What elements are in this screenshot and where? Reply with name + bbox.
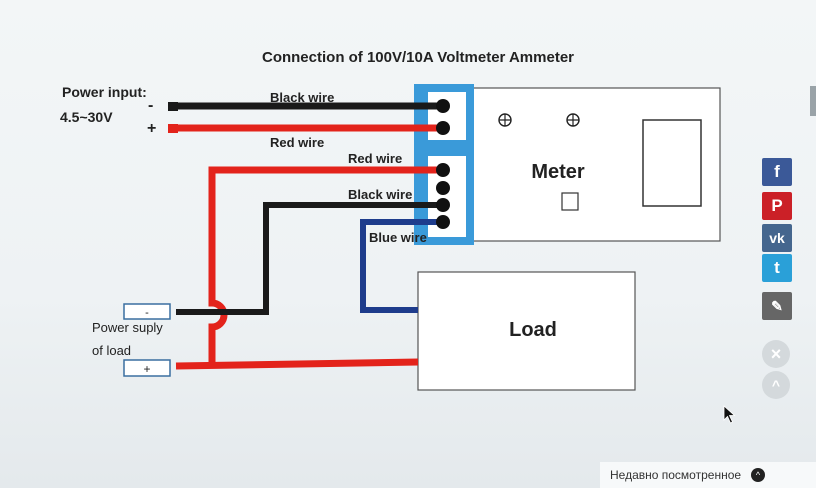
terminal-block [418, 88, 428, 241]
pinterest-icon: P [771, 196, 783, 215]
scroll-up-button[interactable]: ^ [762, 371, 790, 399]
red-wire-label-mid: Red wire [348, 151, 402, 166]
close-button[interactable]: × [762, 340, 790, 368]
power-input-label: Power input: [62, 84, 147, 100]
mouse-cursor-icon [723, 405, 736, 424]
minus-sign: - [148, 97, 153, 114]
facebook-share-button[interactable]: f [762, 158, 792, 186]
supply-plus-sign: + [143, 362, 150, 376]
supply-minus-terminal [123, 303, 171, 320]
chevron-up-icon: ^ [771, 377, 781, 393]
power-input-voltage: 4.5~30V [60, 109, 113, 125]
black-wire-label-top: Black wire [270, 90, 334, 105]
load-label: Load [509, 319, 557, 341]
pencil-icon: ✎ [771, 297, 783, 314]
plus-sign: + [147, 120, 156, 137]
diagram-title: Connection of 100V/10A Voltmeter Ammeter [262, 49, 574, 66]
vk-icon: vk [769, 230, 785, 246]
black-wire-label-mid: Black wire [348, 187, 412, 202]
pinterest-share-button[interactable]: P [762, 192, 792, 220]
vk-share-button[interactable]: vk [762, 224, 792, 252]
scrollbar-thumb[interactable] [810, 86, 816, 116]
terminal-screw-icon [436, 181, 450, 195]
blue-wire-label: Blue wire [369, 230, 427, 245]
terminal-screw-icon [436, 215, 450, 229]
red-wire-label-top: Red wire [270, 135, 324, 150]
meter-button [561, 192, 579, 211]
edit-button[interactable]: ✎ [762, 292, 792, 320]
chevron-up-icon: ^ [751, 468, 766, 482]
terminal-screw-icon [436, 198, 450, 212]
meter-display [642, 119, 702, 207]
supply-label-line2: of load [92, 343, 131, 358]
supply-minus-sign: - [145, 307, 149, 319]
load-box [417, 271, 636, 391]
supply-label-line1: Power suply [92, 320, 163, 335]
black-wire-supply [176, 202, 443, 315]
terminal-screw-icon [436, 99, 450, 113]
twitter-icon: t [774, 258, 780, 277]
meter-label: Meter [531, 161, 585, 183]
terminal-screw-icon [436, 163, 450, 177]
blue-wire-load [360, 219, 443, 313]
terminal-screw-icon [436, 121, 450, 135]
facebook-icon: f [774, 162, 780, 181]
supply-plus-terminal [123, 359, 171, 377]
close-icon: × [770, 343, 782, 364]
red-wire-load [175, 358, 419, 370]
recently-viewed-label: Недавно посмотренное [610, 468, 742, 482]
twitter-share-button[interactable]: t [762, 254, 792, 282]
recently-viewed-bar[interactable]: Недавно посмотренное ^ [600, 462, 816, 488]
